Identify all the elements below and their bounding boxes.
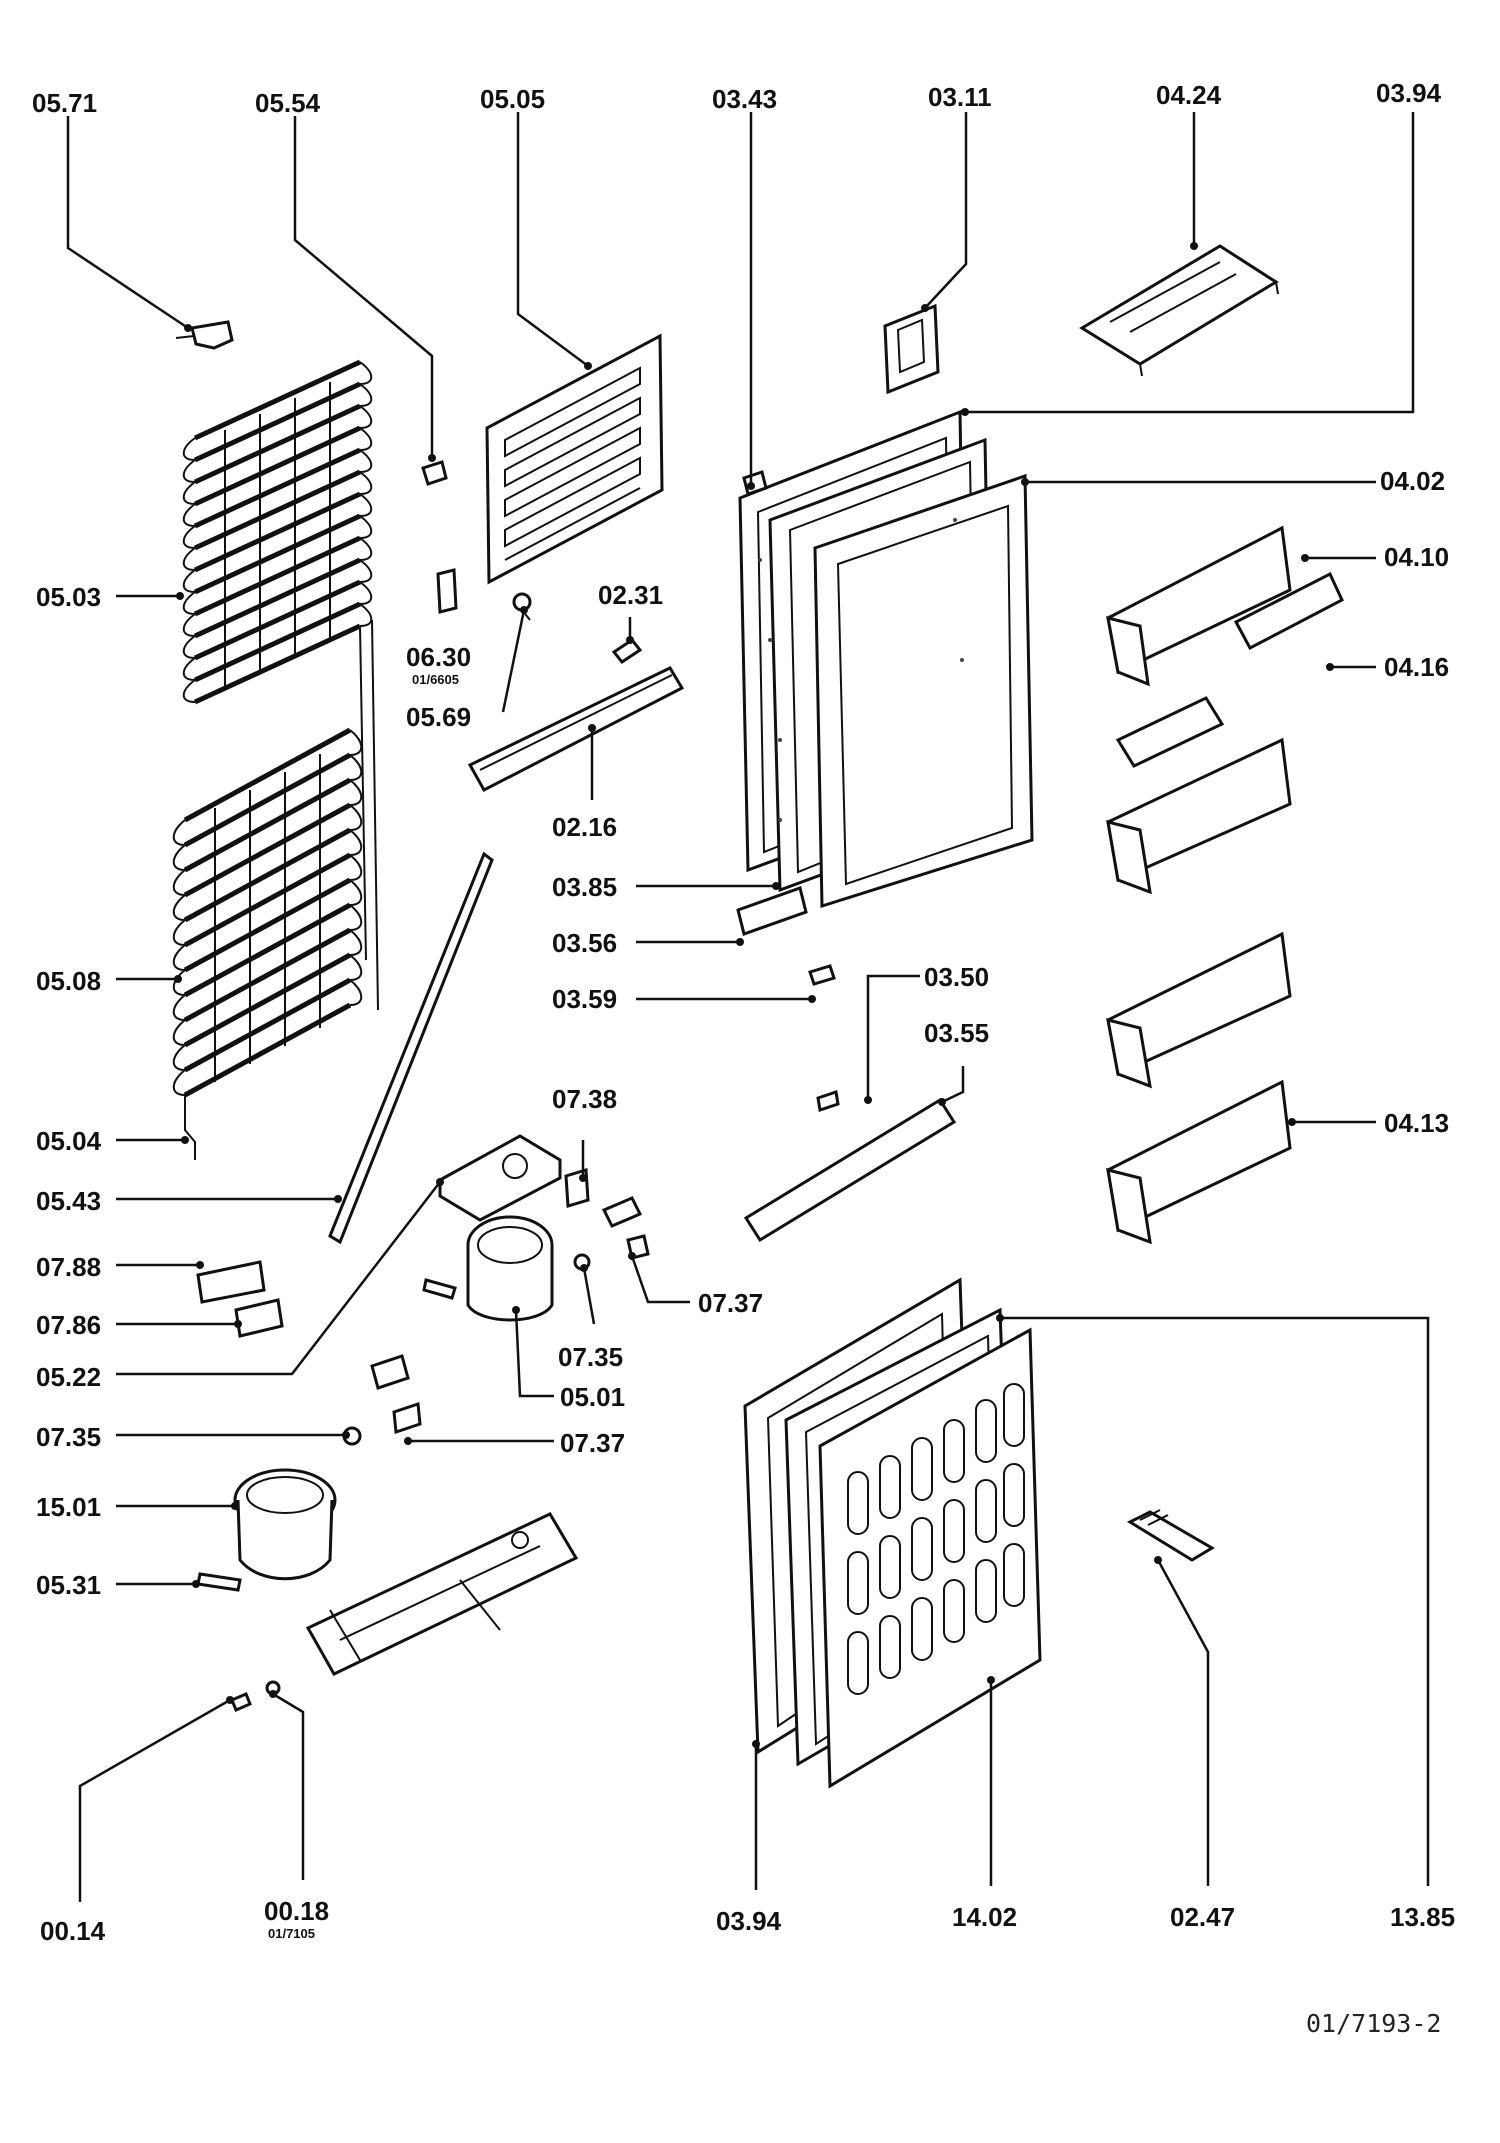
label-05-03: 05.03 — [36, 582, 101, 612]
label-04-02: 04.02 — [1380, 466, 1445, 496]
label-05-54: 05.54 — [255, 88, 321, 118]
label-07-38: 07.38 — [552, 1084, 617, 1114]
label-00-18: 00.18 — [264, 1896, 329, 1926]
freezer-door-assembly-part — [736, 409, 1034, 986]
door-shelves-part — [1106, 525, 1344, 1245]
label-03-50: 03.50 — [924, 962, 989, 992]
label-03-56: 03.56 — [552, 928, 617, 958]
label-02-47: 02.47 — [1170, 1902, 1235, 1932]
label-05-08: 05.08 — [36, 966, 101, 996]
compressor-assembly-part — [422, 1134, 650, 1322]
label-07-86: 07.86 — [36, 1310, 101, 1340]
main-compressor-part — [196, 1468, 337, 1592]
label-03-94-bottom: 03.94 — [716, 1906, 782, 1936]
label-07-35-b: 07.35 — [36, 1422, 101, 1452]
thermostat-knob-part — [175, 320, 234, 350]
label-06-30-sub: 01/6605 — [412, 672, 459, 687]
screw-parts — [230, 1680, 281, 1712]
label-14-02: 14.02 — [952, 1902, 1017, 1932]
label-03-11: 03.11 — [928, 82, 992, 112]
evaporator-plate-part — [485, 333, 664, 585]
label-07-37-b: 07.37 — [560, 1428, 625, 1458]
label-05-43: 05.43 — [36, 1186, 101, 1216]
label-03-43: 03.43 — [712, 84, 777, 114]
label-02-31: 02.31 — [598, 580, 663, 610]
compressor-base-plate-part — [305, 1512, 579, 1676]
label-03-85: 03.85 — [552, 872, 617, 902]
label-15-01: 15.01 — [36, 1492, 101, 1522]
door-rail-parts — [467, 637, 685, 792]
hinge-bracket-part — [1126, 1509, 1215, 1562]
label-00-14: 00.14 — [40, 1916, 106, 1946]
label-13-85: 13.85 — [1390, 1902, 1455, 1932]
label-05-31: 05.31 — [36, 1570, 101, 1600]
drawing-reference: 01/7193-2 — [1306, 2009, 1441, 2038]
label-04-13: 04.13 — [1384, 1108, 1449, 1138]
label-05-69: 05.69 — [406, 702, 471, 732]
fridge-door-assembly-part — [743, 1277, 1042, 1789]
label-07-88: 07.88 — [36, 1252, 101, 1282]
lower-condenser-coil-part — [172, 727, 363, 1160]
leader-lines — [66, 112, 1430, 1902]
label-05-22: 05.22 — [36, 1362, 101, 1392]
label-04-24: 04.24 — [1156, 80, 1222, 110]
label-00-18-sub: 01/7105 — [268, 1926, 315, 1941]
label-04-16: 04.16 — [1384, 652, 1449, 682]
crisper-rail-part — [743, 1090, 957, 1243]
label-03-55: 03.55 — [924, 1018, 989, 1048]
handle-and-shelf-parts — [883, 244, 1279, 395]
label-05-04: 05.04 — [36, 1126, 102, 1156]
leader-endpoints — [174, 242, 1334, 1748]
label-07-37-a: 07.37 — [698, 1288, 763, 1318]
label-05-01: 05.01 — [560, 1382, 625, 1412]
label-05-71: 05.71 — [32, 88, 97, 118]
small-clip-parts — [421, 460, 532, 621]
label-05-05: 05.05 — [480, 84, 545, 114]
label-06-30: 06.30 — [406, 642, 471, 672]
label-04-10: 04.10 — [1384, 542, 1449, 572]
label-02-16: 02.16 — [552, 812, 617, 842]
drain-tube-part — [328, 851, 494, 1245]
relay-parts — [196, 1260, 422, 1446]
label-07-35-a: 07.35 — [558, 1342, 623, 1372]
upper-condenser-coil-part — [182, 359, 379, 1011]
label-03-94-top: 03.94 — [1376, 78, 1442, 108]
label-03-59: 03.59 — [552, 984, 617, 1014]
